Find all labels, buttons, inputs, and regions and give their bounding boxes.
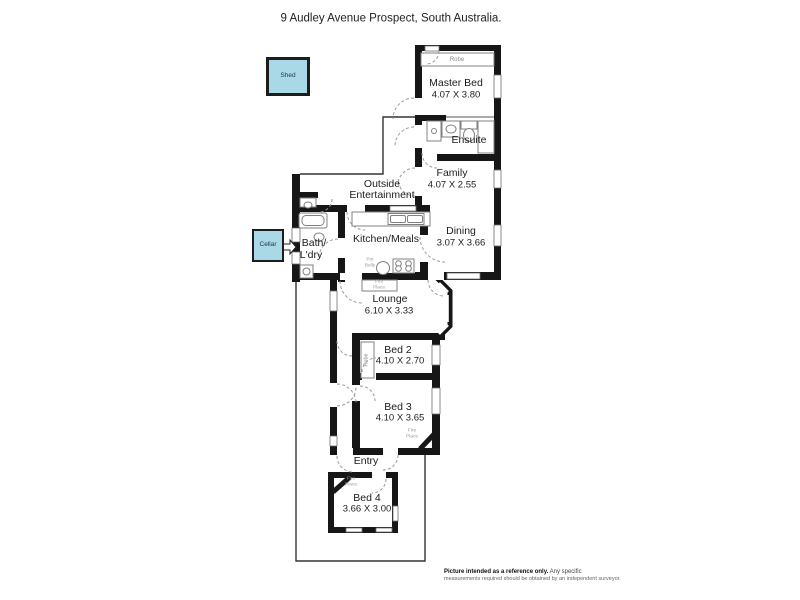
bed3-label: Bed 3	[384, 400, 412, 413]
bed4-label: Bed 4	[353, 491, 381, 504]
cellar-arrow-icon	[282, 238, 297, 256]
corner-fireplaces	[331, 429, 439, 494]
ensuite-label: Ensuite	[451, 133, 487, 146]
cellar-label: Cellar	[259, 240, 277, 248]
bed2-label: Bed 2	[384, 343, 412, 356]
kitchen-fixtures	[351, 211, 431, 275]
family-label: Family	[436, 166, 468, 179]
pot-belly-stove	[376, 261, 390, 275]
bed4-fireplace	[331, 475, 352, 494]
master-bed-dims: 4.07 X 3.80	[431, 89, 481, 101]
lounge-fireplace-label-line2: Place	[373, 285, 385, 291]
page-title: 9 Audley Avenue Prospect, South Australi…	[280, 12, 502, 25]
lounge-fireplace-label-line1: Fire	[374, 279, 384, 285]
ensuite-fixtures	[426, 120, 495, 154]
bed2-dims: 4.10 X 2.70	[375, 355, 425, 367]
backyard-outline	[295, 277, 426, 562]
pot-belly-label-line2: Belly	[364, 263, 376, 269]
dining-label: Dining	[446, 224, 476, 237]
disclaimer-note-line1: Any specific	[549, 569, 582, 575]
bath-laundry-label-line1: Bath/	[301, 236, 327, 249]
bed3-dims: 4.10 X 3.65	[375, 412, 425, 424]
robe-master-unit	[420, 52, 495, 67]
robe-bed2-label: Robe	[363, 353, 370, 367]
disclaimer-bold: Picture intended as a reference only.	[444, 569, 549, 575]
bath-fixtures	[298, 212, 328, 279]
windows	[291, 45, 502, 533]
bed3-fireplace-label-line2: Place	[406, 434, 418, 440]
entry-label: Entry	[353, 454, 379, 467]
bay-window	[434, 275, 453, 342]
door-swings	[318, 50, 446, 494]
fixtures	[298, 52, 495, 379]
robe-bed2-unit	[360, 341, 375, 379]
verandah-outline	[300, 116, 415, 175]
cellar-box	[252, 229, 284, 262]
robe-master-label: Robe	[449, 57, 465, 63]
disclaimer-note-line2: measurements required should be obtained…	[444, 576, 621, 582]
master-bed-label: Master Bed	[429, 76, 483, 89]
bed4-fireplace-label-line2: Place	[345, 482, 357, 488]
lounge-fireplace-unit	[361, 279, 398, 292]
kitchen-meals-label: Kitchen/Meals	[353, 232, 419, 245]
boundary-lines	[295, 116, 426, 562]
outside-entertainment-label-line1: Outside	[363, 177, 401, 190]
outside-entertainment-label-line2: Entertainment	[349, 188, 415, 201]
disclaimer: Picture intended as a reference only. An…	[444, 569, 734, 583]
pot-belly-label-line1: Pot	[366, 257, 374, 263]
bed3-fireplace	[418, 429, 439, 451]
wc-toilet	[299, 197, 317, 209]
bath-laundry-label-line2: L'dry	[299, 248, 323, 261]
dining-dims: 3.07 X 3.66	[436, 237, 486, 249]
family-dims: 4.07 X 2.55	[427, 179, 477, 191]
bed4-fireplace-label-line1: Fire	[346, 476, 356, 482]
bed4-dims: 3.66 X 3.00	[342, 503, 392, 515]
lounge-label: Lounge	[372, 292, 408, 305]
bed3-fireplace-label-line1: Fire	[407, 428, 417, 434]
door-gaps	[330, 205, 444, 478]
lounge-dims: 6.10 X 3.33	[364, 305, 414, 317]
shed-label: Shed	[280, 71, 296, 79]
shed-box	[266, 57, 310, 96]
